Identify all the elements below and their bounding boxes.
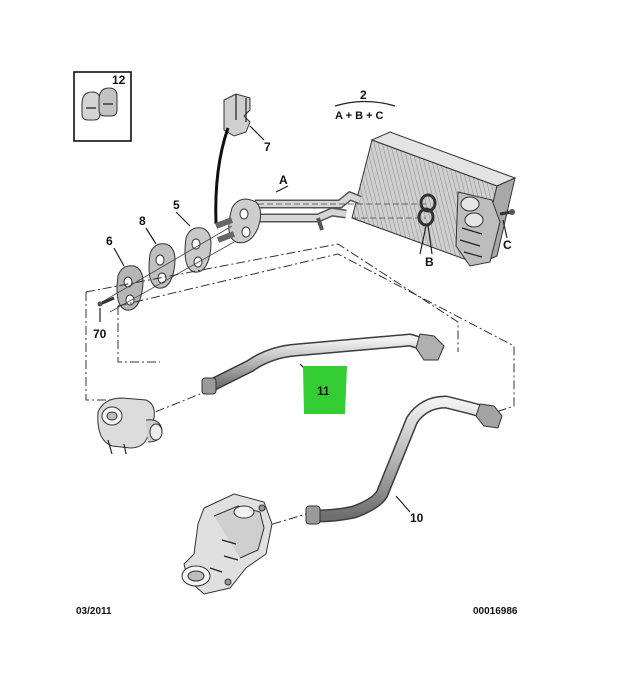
footer-reference: 00016986	[473, 606, 518, 617]
assembly-guide-lines	[85, 243, 515, 535]
callout-70: 70	[93, 327, 107, 341]
gasket-5: 5	[173, 198, 212, 273]
pipe-assembly-a: A	[214, 173, 426, 244]
screw-70: 70	[93, 296, 115, 341]
callout-a-leader	[275, 185, 289, 193]
callout-11: 11	[317, 384, 330, 398]
hose-10: 10	[305, 395, 503, 525]
clip-12-icon	[81, 87, 118, 121]
hose-10-clamp-right	[475, 403, 503, 429]
callout-group-2: 2 A + B + C	[334, 88, 396, 122]
seal-b-upper	[419, 193, 437, 213]
callout-b: B	[425, 255, 434, 269]
clip-7-pointer	[214, 127, 230, 225]
footer-date: 03/2011	[76, 606, 112, 617]
callout-c: C	[503, 238, 512, 252]
hose-10-clamp-left	[305, 505, 321, 525]
callout-2-brace	[334, 100, 396, 107]
callout-2-formula: A + B + C	[335, 110, 384, 122]
screw-70-icon	[97, 301, 103, 307]
highlight-box	[303, 366, 347, 414]
heater-port-lower	[464, 212, 484, 228]
hose-11	[201, 333, 445, 395]
hose-11-clamp-left	[201, 377, 217, 395]
callout-7-leader	[249, 125, 265, 141]
callout-10-leader	[395, 495, 411, 513]
callout-11-highlight: 11	[303, 366, 347, 414]
callout-6: 6	[106, 234, 113, 248]
screw-c-icon	[509, 209, 515, 215]
hose-11-clamp-right	[415, 333, 445, 361]
callout-7: 7	[264, 140, 271, 154]
heater-matrix: B C	[351, 131, 517, 269]
callout-2: 2	[360, 88, 367, 102]
part-12-inset: 12	[73, 71, 132, 142]
callout-12: 12	[112, 73, 126, 87]
callout-5: 5	[173, 198, 180, 212]
seal-b-lower	[417, 207, 435, 227]
callout-10: 10	[410, 511, 424, 525]
heater-port-upper	[460, 196, 480, 212]
callout-b-leader	[419, 224, 433, 255]
gasket-8: 8	[139, 214, 176, 289]
water-outlet-housing	[181, 493, 273, 595]
part-7-clip: 7	[214, 93, 271, 225]
callout-8: 8	[139, 214, 146, 228]
thermostat-housing-upper	[97, 397, 163, 455]
callout-a: A	[279, 173, 288, 187]
